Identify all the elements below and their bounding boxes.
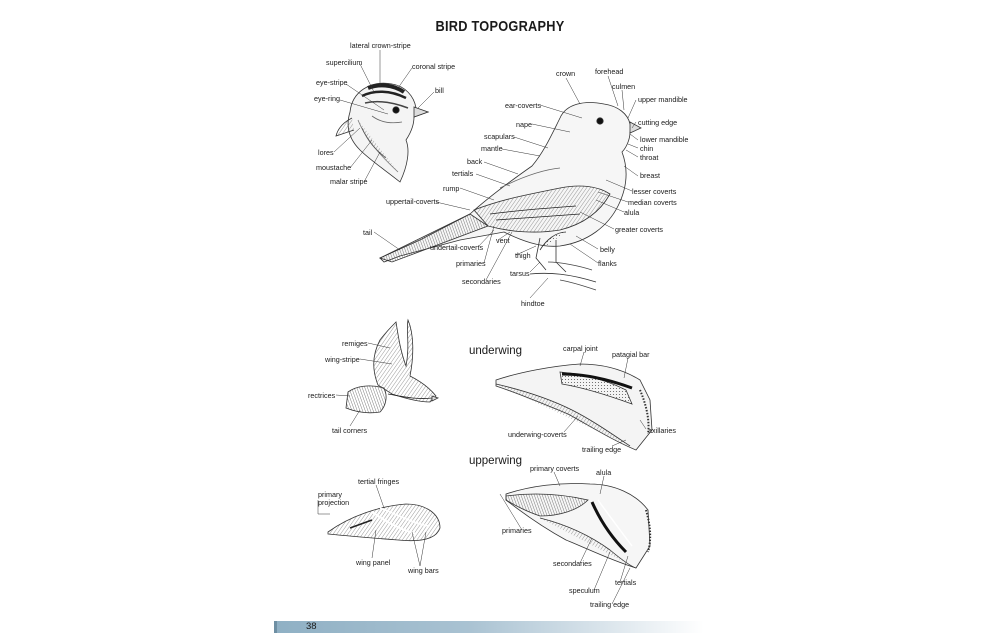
label-primaries-upperwing: primaries — [502, 526, 532, 535]
label-axillaries: axillaries — [648, 426, 676, 435]
label-secondaries: secondaries — [462, 277, 501, 286]
section-heading-upperwing: upperwing — [469, 455, 523, 467]
label-tertial-fringes: tertial fringes — [358, 477, 400, 486]
folded-wing-illustration — [327, 503, 441, 542]
label-malar-stripe: malar stripe — [330, 177, 368, 186]
label-wing-stripe: wing-stripe — [325, 355, 360, 364]
label-underwing-coverts: underwing-coverts — [508, 430, 567, 439]
label-nape: nape — [516, 120, 532, 129]
label-ear-coverts: ear-coverts — [505, 101, 541, 110]
upperwing-illustration — [505, 483, 652, 569]
label-cutting-edge: cutting edge — [638, 118, 678, 127]
label-belly: belly — [600, 245, 615, 254]
label-wing-panel: wing panel — [356, 558, 391, 567]
label-culmen: culmen — [612, 82, 636, 91]
label-patagial-bar: patagial bar — [612, 350, 650, 359]
label-primary-coverts: primary coverts — [530, 464, 580, 473]
section-heading-underwing: underwing — [469, 345, 523, 357]
label-vent: vent — [496, 236, 510, 245]
label-tertials-upperwing: tertials — [615, 578, 637, 587]
label-uppertail-coverts: uppertail-coverts — [386, 197, 440, 206]
label-primary-projection-line2: projection — [318, 498, 350, 507]
label-hindtoe: hindtoe — [521, 299, 545, 308]
label-greater-coverts: greater coverts — [615, 225, 663, 234]
leader-lines — [317, 50, 647, 605]
label-tail: tail — [363, 228, 373, 237]
footer-bar — [274, 621, 704, 633]
label-moustache: moustache — [316, 163, 352, 172]
page-title: BIRD TOPOGRAPHY — [435, 18, 565, 35]
label-lores: lores — [318, 148, 334, 157]
label-rectrices: rectrices — [308, 391, 336, 400]
label-bill: bill — [435, 86, 444, 95]
label-eye-stripe: eye-stripe — [316, 78, 348, 87]
label-mantle: mantle — [481, 144, 503, 153]
label-lesser-coverts: lesser coverts — [632, 187, 677, 196]
label-eye-ring: eye-ring — [314, 94, 340, 103]
label-breast: breast — [640, 171, 660, 180]
page-number: 38 — [306, 621, 317, 632]
label-speculum: speculum — [569, 586, 600, 595]
label-lateral-crown-stripe: lateral crown-stripe — [350, 41, 411, 50]
label-alula-upperwing: alula — [596, 468, 612, 477]
label-crown: crown — [556, 69, 576, 78]
label-coronal-stripe: coronal stripe — [412, 62, 456, 71]
label-supercilium: supercilium — [326, 58, 363, 67]
underwing-illustration — [495, 363, 653, 451]
flying-bird-illustration — [345, 318, 440, 414]
label-trailing-edge-upperwing: trailing edge — [590, 600, 630, 609]
perched-bird-illustration — [378, 102, 642, 291]
label-flanks: flanks — [598, 259, 617, 268]
label-chin: chin — [640, 144, 654, 153]
label-remiges: remiges — [342, 339, 368, 348]
label-wing-bars: wing bars — [408, 566, 439, 575]
label-trailing-edge-underwing: trailing edge — [582, 445, 622, 454]
label-scapulars: scapulars — [484, 132, 515, 141]
footer-accent — [274, 621, 277, 633]
label-upper-mandible: upper mandible — [638, 95, 688, 104]
label-undertail-coverts: undertail-coverts — [430, 243, 484, 252]
label-primaries: primaries — [456, 259, 486, 268]
label-alula: alula — [624, 208, 640, 217]
label-forehead: forehead — [595, 67, 624, 76]
label-tail-corners: tail corners — [332, 426, 368, 435]
label-tarsus: tarsus — [510, 269, 530, 278]
label-secondaries-upperwing: secondaries — [553, 559, 592, 568]
label-lower-mandible: lower mandible — [640, 135, 689, 144]
label-median-coverts: median coverts — [628, 198, 677, 207]
label-back: back — [467, 157, 483, 166]
label-primary-projection-line1: primary — [318, 490, 342, 499]
label-carpal-joint: carpal joint — [563, 344, 598, 353]
label-tertials: tertials — [452, 169, 474, 178]
label-rump: rump — [443, 184, 460, 193]
label-thigh: thigh — [515, 251, 531, 260]
label-throat: throat — [640, 153, 659, 162]
